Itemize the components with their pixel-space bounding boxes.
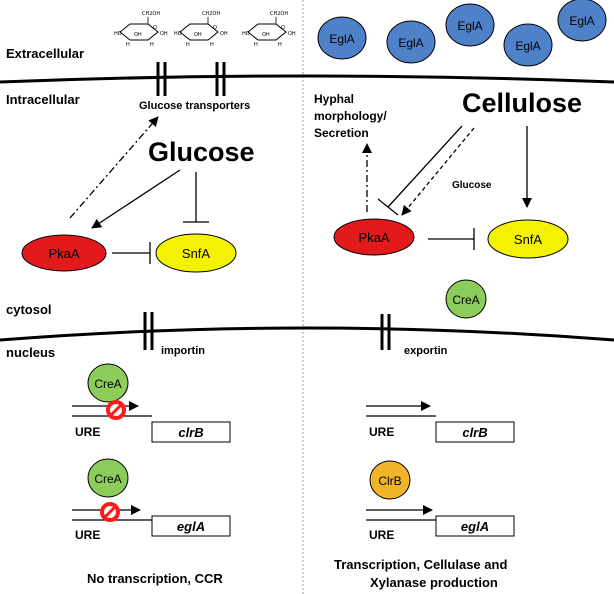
svg-text:ClrB: ClrB bbox=[378, 474, 401, 488]
svg-text:clrB: clrB bbox=[462, 425, 487, 440]
label-intracellular: Intracellular bbox=[6, 92, 80, 107]
left-pkaa-node: PkaA bbox=[21, 234, 107, 272]
label-exportin: exportin bbox=[404, 345, 448, 357]
left-glucose-inhibits-snfa bbox=[183, 172, 209, 223]
right-pkaa-inhibits-snfa bbox=[428, 228, 475, 250]
exportin-pore-icon bbox=[380, 314, 391, 350]
label-extracellular: Extracellular bbox=[6, 46, 84, 61]
svg-text:CreA: CreA bbox=[452, 293, 479, 307]
svg-text:CH2OH: CH2OH bbox=[142, 11, 160, 17]
svg-text:eglA: eglA bbox=[461, 519, 489, 534]
svg-text:clrB: clrB bbox=[178, 425, 203, 440]
svg-text:OH: OH bbox=[160, 31, 168, 37]
egla-protein-4: EglA bbox=[503, 23, 553, 67]
svg-text:eglA: eglA bbox=[177, 519, 205, 534]
left-crea-bottom-node: CreA bbox=[87, 458, 129, 498]
left-crea-top-node: CreA bbox=[87, 363, 129, 403]
svg-text:H: H bbox=[186, 42, 190, 48]
left-snfa-node: SnfA bbox=[155, 233, 237, 273]
glucose-transporter-icon bbox=[156, 62, 226, 96]
left-pkaa-to-transporters-arrow bbox=[69, 116, 159, 219]
glucose-molecule-2: CH2OH O HO OH OH H H bbox=[174, 11, 228, 48]
left-glucose-title: Glucose bbox=[148, 137, 255, 167]
right-outcome-line-1: Transcription, Cellulase and bbox=[334, 557, 507, 572]
right-hyphal-line-2: morphology/ bbox=[314, 109, 387, 123]
left-ure-bottom: URE bbox=[75, 528, 100, 542]
svg-text:PkaA: PkaA bbox=[358, 230, 389, 245]
right-cellulose-title: Cellulose bbox=[462, 88, 582, 118]
svg-text:HO: HO bbox=[174, 31, 182, 37]
svg-text:H: H bbox=[210, 42, 214, 48]
left-clrb-block-icon bbox=[106, 400, 126, 420]
left-glucose-to-pkaa-arrow bbox=[91, 169, 181, 229]
glucose-molecule-1: CH2OH O HO OH OH H H bbox=[114, 11, 168, 48]
svg-text:OH: OH bbox=[220, 31, 228, 37]
svg-text:EglA: EglA bbox=[569, 14, 594, 28]
svg-text:SnfA: SnfA bbox=[514, 232, 543, 247]
left-pkaa-inhibits-snfa bbox=[112, 242, 151, 264]
svg-text:HO: HO bbox=[242, 31, 250, 37]
svg-text:CreA: CreA bbox=[94, 377, 121, 391]
svg-text:HO: HO bbox=[114, 31, 122, 37]
label-glucose-transporters: Glucose transporters bbox=[139, 100, 250, 112]
right-pkaa-node: PkaA bbox=[333, 218, 415, 256]
left-ure-top: URE bbox=[75, 425, 100, 439]
svg-text:EglA: EglA bbox=[398, 36, 423, 50]
right-ure-bottom: URE bbox=[369, 528, 394, 542]
left-outcome: No transcription, CCR bbox=[87, 571, 223, 586]
svg-text:CH2OH: CH2OH bbox=[202, 11, 220, 17]
label-nucleus: nucleus bbox=[6, 345, 55, 360]
right-egla-gene-box: eglA bbox=[435, 515, 515, 537]
right-snfa-node: SnfA bbox=[487, 219, 569, 259]
right-clrb-gene-box: clrB bbox=[435, 421, 515, 443]
right-outcome-line-2: Xylanase production bbox=[370, 575, 498, 590]
svg-text:O: O bbox=[153, 25, 157, 31]
svg-text:H: H bbox=[150, 42, 154, 48]
svg-text:OH: OH bbox=[134, 32, 142, 38]
svg-text:H: H bbox=[278, 42, 282, 48]
label-cytosol: cytosol bbox=[6, 302, 52, 317]
right-glucose-label: Glucose bbox=[452, 180, 492, 191]
label-importin: importin bbox=[161, 345, 205, 357]
right-glucose-to-pkaa-arrow bbox=[401, 127, 475, 216]
svg-text:CH2OH: CH2OH bbox=[270, 11, 288, 17]
egla-protein-1: EglA bbox=[317, 16, 367, 60]
egla-protein-2: EglA bbox=[386, 20, 436, 64]
plasma-membrane bbox=[0, 74, 614, 84]
svg-text:H: H bbox=[126, 42, 130, 48]
svg-text:OH: OH bbox=[288, 31, 296, 37]
right-hyphal-line-3: Secretion bbox=[314, 126, 369, 140]
svg-text:OH: OH bbox=[262, 32, 270, 38]
right-hyphal-line-1: Hyphal bbox=[314, 92, 354, 106]
left-clrb-gene-box: clrB bbox=[151, 421, 231, 443]
svg-text:O: O bbox=[213, 25, 217, 31]
svg-text:CreA: CreA bbox=[94, 472, 121, 486]
svg-text:EglA: EglA bbox=[329, 32, 354, 46]
svg-text:EglA: EglA bbox=[457, 19, 482, 33]
glucose-molecule-3: CH2OH O HO OH OH H H bbox=[242, 11, 296, 48]
svg-text:PkaA: PkaA bbox=[48, 246, 79, 261]
egla-protein-5: EglA bbox=[557, 0, 607, 42]
right-cellulose-inhibits-pkaa bbox=[377, 125, 463, 216]
right-clrb-node: ClrB bbox=[369, 460, 411, 500]
svg-text:OH: OH bbox=[194, 32, 202, 38]
right-ure-top: URE bbox=[369, 425, 394, 439]
nuclear-membrane bbox=[0, 326, 614, 342]
egla-protein-3: EglA bbox=[445, 3, 495, 47]
svg-text:O: O bbox=[281, 25, 285, 31]
svg-text:SnfA: SnfA bbox=[182, 246, 211, 261]
svg-text:H: H bbox=[254, 42, 258, 48]
svg-text:EglA: EglA bbox=[515, 39, 540, 53]
left-egla-gene-box: eglA bbox=[151, 515, 231, 537]
left-egla-block-icon bbox=[100, 502, 120, 522]
right-crea-node: CreA bbox=[445, 279, 487, 319]
importin-pore-icon bbox=[143, 312, 154, 350]
